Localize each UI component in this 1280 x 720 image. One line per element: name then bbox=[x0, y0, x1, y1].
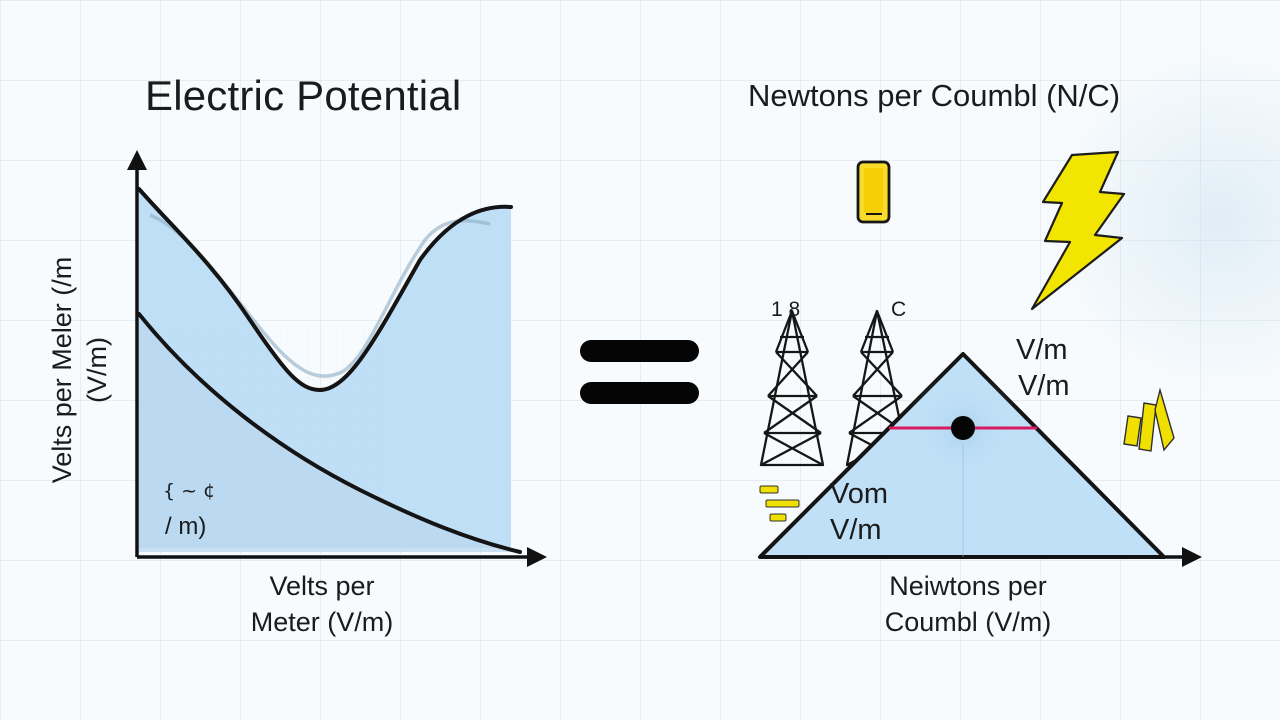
small-yellow-bars-icon bbox=[759, 485, 800, 522]
lightning-icon bbox=[1030, 150, 1126, 311]
left-main-curve bbox=[137, 187, 513, 393]
left-inner-note: / m) bbox=[165, 513, 207, 540]
unit-bottom-1: Vom bbox=[830, 478, 889, 510]
unit-bottom-2: V/m bbox=[830, 514, 882, 546]
left-inner-note-mark: { ~ ¢ bbox=[163, 480, 216, 502]
wave-icon bbox=[1123, 387, 1175, 452]
left-graph-title: Electric Potential bbox=[145, 72, 462, 119]
right-x-arrowhead bbox=[1182, 547, 1202, 567]
left-y-axis-label: Velts per Meler (/m (V/m) bbox=[45, 257, 115, 484]
tower-icon-left bbox=[759, 309, 825, 467]
phone-icon bbox=[856, 160, 891, 224]
left-grid-texture bbox=[139, 325, 379, 550]
left-x-axis-label: Velts per Meter (V/m) bbox=[251, 568, 394, 640]
unit-top-2: V/m bbox=[1018, 370, 1070, 402]
right-graph-title: Newtons per Coumbl (N/C) bbox=[748, 78, 1121, 113]
left-y-axis-label-line-1: Velts per Meler (/m bbox=[47, 256, 77, 484]
left-x-axis-label-line-2: Meter (V/m) bbox=[250, 607, 394, 637]
tower-label-right: C bbox=[891, 298, 907, 321]
charge-dot bbox=[951, 416, 975, 440]
left-y-arrowhead bbox=[127, 150, 147, 170]
left-decay-curve bbox=[137, 312, 522, 554]
tower-label-left: 1 8 bbox=[771, 298, 801, 321]
equals-icon bbox=[580, 340, 699, 404]
right-x-axis-label: Neiwtons per Coumbl (V/m) bbox=[885, 568, 1052, 640]
left-x-axis-label-line-1: Velts per bbox=[269, 571, 375, 601]
left-y-axis-label-line-2: (V/m) bbox=[82, 337, 112, 403]
right-x-axis-label-line-1: Neiwtons per bbox=[889, 571, 1047, 601]
right-x-axis-label-line-2: Coumbl (V/m) bbox=[884, 607, 1052, 637]
unit-top-1: V/m bbox=[1016, 334, 1068, 366]
left-x-arrowhead bbox=[527, 547, 547, 567]
tower-icon-right bbox=[845, 309, 911, 467]
